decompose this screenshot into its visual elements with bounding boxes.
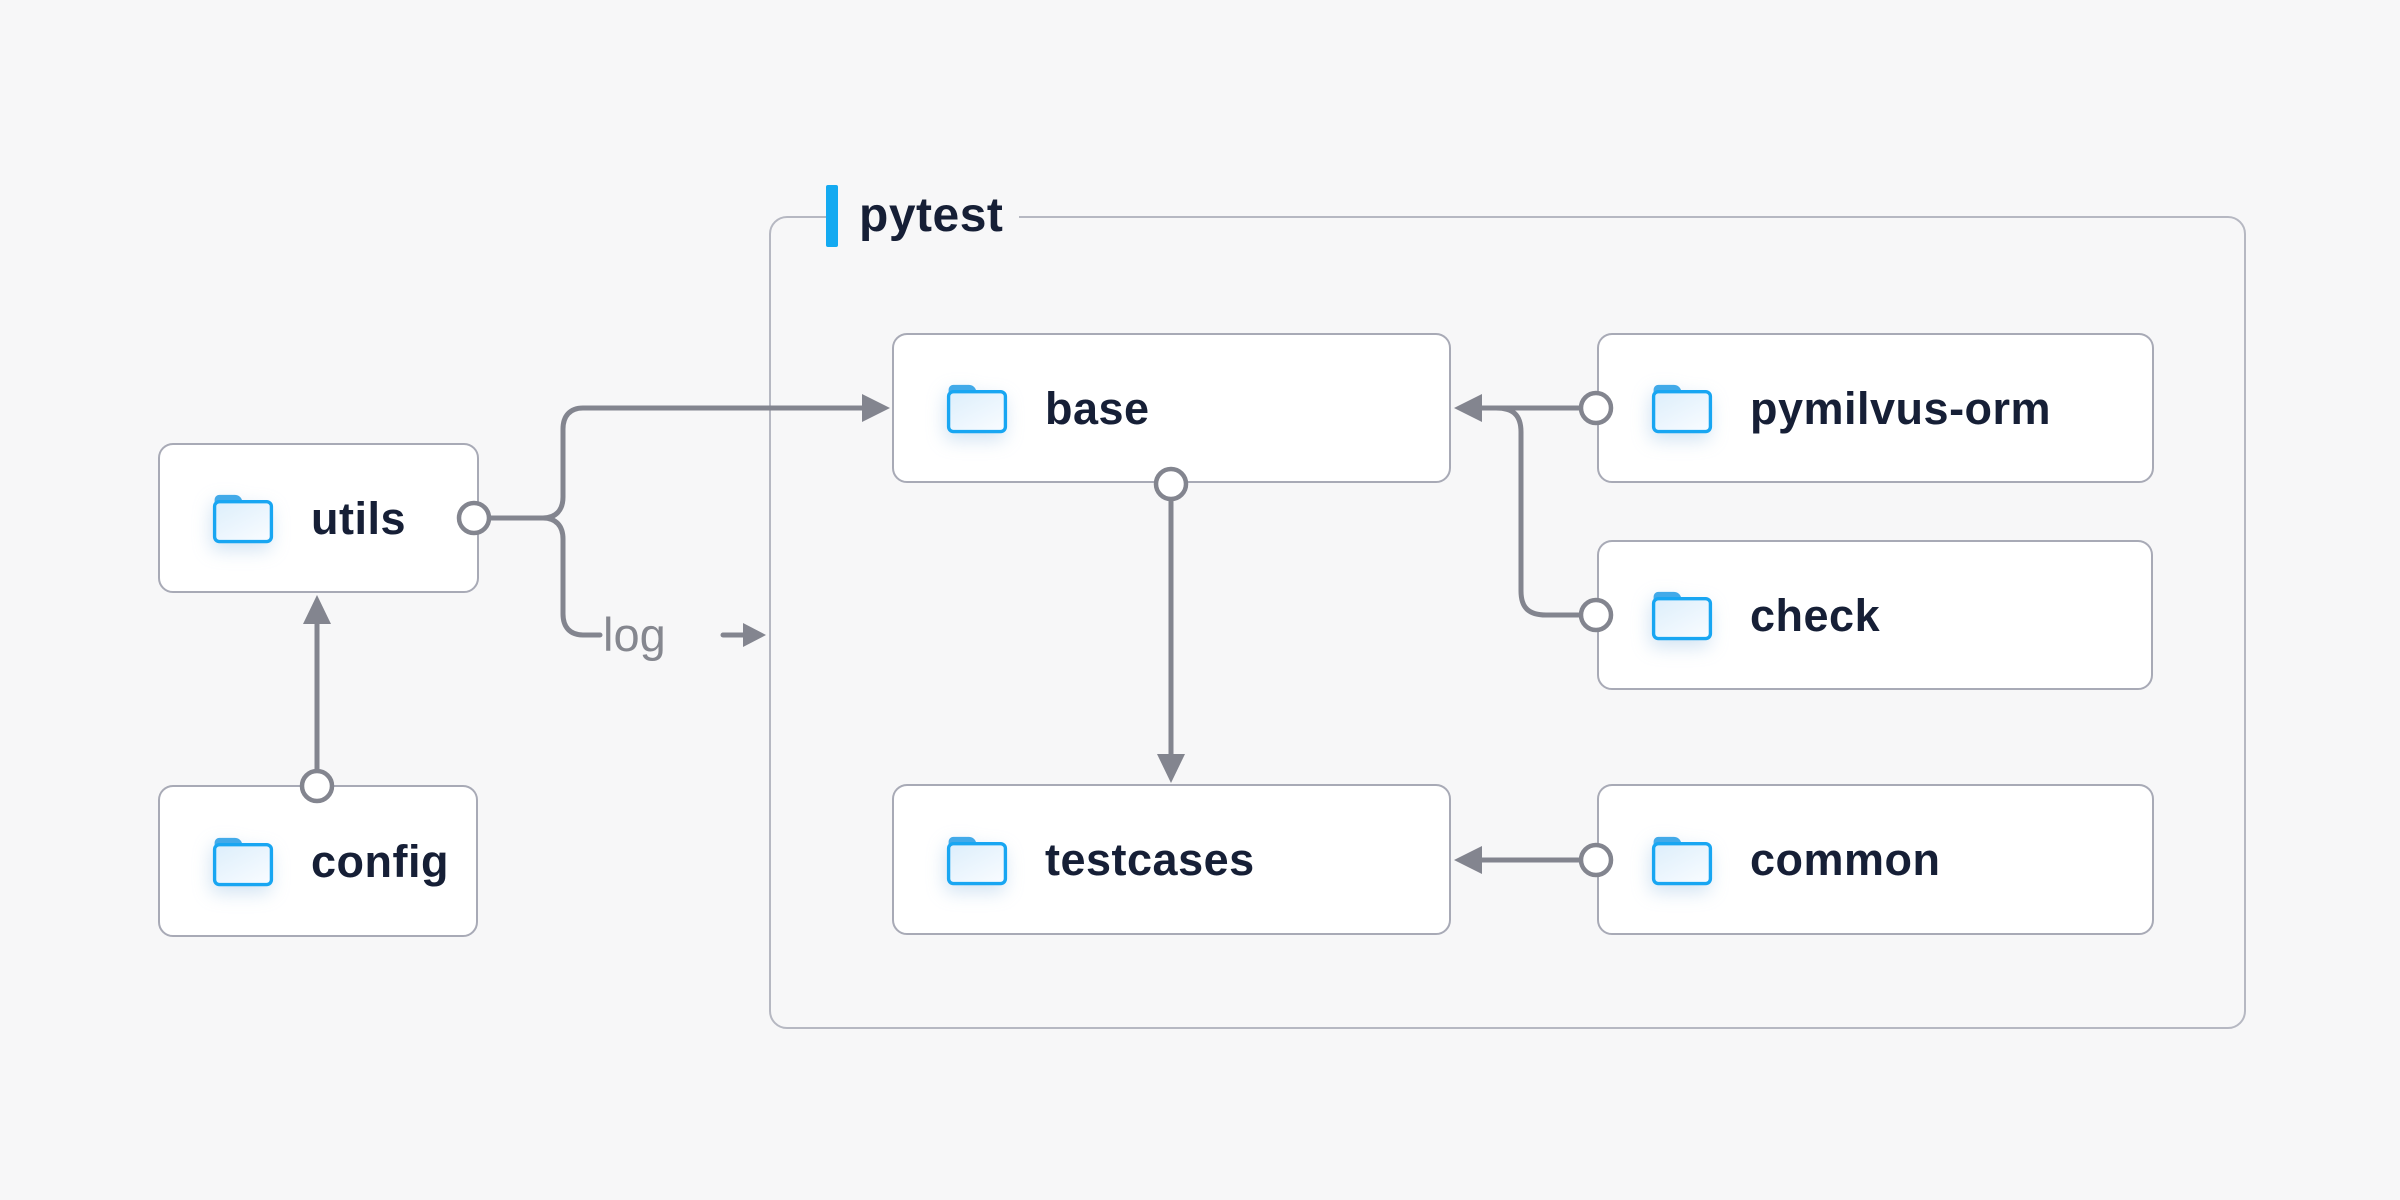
edge-utils-log	[486, 515, 603, 638]
folder-icon	[1651, 589, 1713, 641]
node-label: check	[1750, 589, 1881, 641]
node-label: testcases	[1045, 834, 1255, 885]
node-label: base	[1045, 382, 1150, 434]
node-pymilvus-orm: pymilvus-orm	[1597, 333, 2154, 483]
node-testcases: testcases	[892, 784, 1451, 935]
node-config: config	[158, 785, 478, 937]
node-check: check	[1597, 540, 2153, 690]
folder-icon	[212, 835, 274, 887]
node-utils: utils	[158, 443, 479, 593]
group-label-text: pytest	[859, 189, 1004, 242]
node-label: config	[311, 835, 449, 887]
folder-icon	[212, 492, 274, 544]
node-base: base	[892, 333, 1451, 483]
pytest-group-container	[769, 216, 2246, 1029]
arrowhead-log	[743, 623, 766, 647]
accent-bar	[826, 185, 838, 247]
pytest-group-label: pytest	[826, 185, 1020, 247]
edge-label-log: log	[603, 608, 666, 661]
folder-icon	[946, 382, 1008, 434]
node-label: common	[1750, 834, 1941, 885]
node-label: pymilvus-orm	[1750, 382, 2052, 434]
node-common: common	[1597, 784, 2154, 935]
folder-icon	[946, 834, 1008, 886]
node-label: utils	[311, 492, 407, 544]
folder-icon	[1651, 382, 1713, 434]
folder-icon	[1651, 834, 1713, 886]
arrowhead-into-utils	[303, 595, 331, 624]
